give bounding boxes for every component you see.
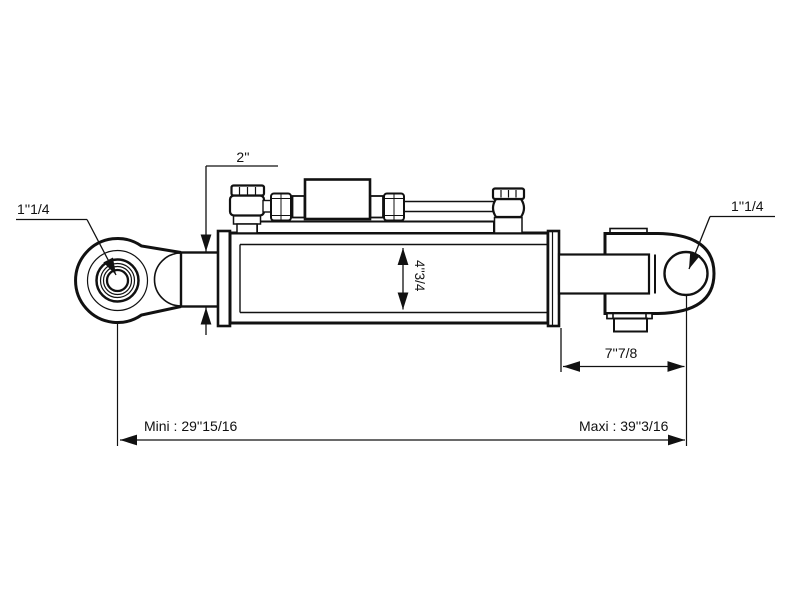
left-eye-end [74, 237, 182, 324]
dim-left-eye-bore [16, 218, 117, 276]
clevis-bottom-nub-left [606, 312, 614, 320]
ball-ring-4 [105, 268, 130, 293]
dim-label-clevis-bore: 1''1/4 [731, 198, 764, 214]
clevis-bottom-nub-right [645, 312, 653, 320]
dim-shank-diameter [200, 165, 278, 335]
cylinder-body [216, 229, 561, 328]
sleeve [369, 195, 384, 219]
eye-ring-outer [86, 249, 149, 312]
barrel [228, 231, 550, 325]
left-shank [179, 251, 222, 308]
dim-label-length-max: Maxi : 39''3/16 [579, 418, 669, 434]
right-elbow-fitting [491, 187, 526, 234]
union-nut-right [369, 192, 405, 222]
left-elbow-fitting [228, 184, 272, 234]
dim-clevis-bore [688, 215, 775, 270]
left-flange [216, 229, 232, 328]
rod-clevis-assembly [557, 227, 716, 333]
clevis-pin-hole [663, 250, 709, 297]
leader-line [688, 216, 711, 270]
shank-tube [179, 251, 222, 308]
dim-label-rod-extension: 7''7/8 [605, 345, 638, 361]
mounting-plate [256, 220, 495, 234]
sleeve [291, 195, 306, 219]
dimension-annotations: 1''1/4 2'' 4''3/4 1''1/4 7''7/8 [16, 149, 775, 446]
dim-label-cylinder-bore: 4''3/4 [412, 260, 427, 292]
elbow-collar [493, 216, 523, 234]
elbow-neck [236, 223, 258, 234]
union-nut-left [270, 192, 306, 222]
dim-label-eye-bore: 1''1/4 [17, 201, 50, 217]
right-gland [546, 229, 561, 328]
elbow-base [232, 214, 262, 225]
valve-block [303, 178, 372, 221]
ball-ring-3 [102, 265, 133, 296]
dim-overall-length [116, 322, 685, 446]
dim-label-length-min: Mini : 29''15/16 [144, 418, 238, 434]
leader-line [86, 219, 117, 276]
elbow-body [228, 194, 266, 217]
top-plumbing [228, 178, 526, 234]
ball-ring-1 [95, 258, 140, 303]
dim-rod-extension [560, 295, 688, 446]
eye-socket-arc [153, 252, 182, 307]
ball-ring-2 [99, 262, 136, 299]
piston-rod [557, 253, 651, 295]
elbow-body [491, 197, 526, 219]
dim-label-shank: 2'' [236, 149, 249, 165]
elbow-stub [262, 199, 272, 213]
clevis-bottom-block [613, 317, 648, 333]
